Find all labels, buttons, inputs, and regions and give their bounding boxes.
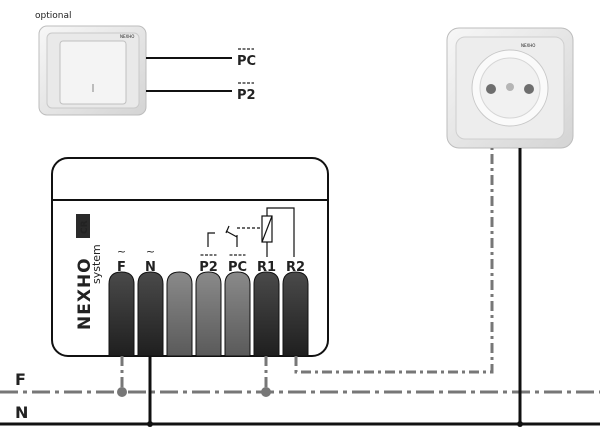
junction-n-neutral <box>147 421 153 427</box>
neutral-bus-label: N <box>15 403 28 422</box>
switch-output-pc: PC <box>237 48 256 69</box>
junction-socket-neutral <box>517 421 523 427</box>
terminal-label-n: N <box>145 260 156 275</box>
module-badge: CR <box>80 220 90 234</box>
socket-brand: NEXHO <box>521 43 535 48</box>
terminal-f <box>108 271 135 357</box>
terminal-r2 <box>282 271 309 357</box>
terminal-label-f: F <box>117 260 126 275</box>
terminal-n <box>137 271 164 357</box>
cr-badge <box>76 214 90 238</box>
terminal-label-pc: PC <box>228 260 247 275</box>
wall-switch: NEXHO <box>38 25 147 116</box>
module-brand: NEXHO <box>75 257 95 330</box>
wall-socket: NEXHO <box>446 27 574 149</box>
terminal-unused <box>166 271 193 357</box>
terminal-label-r2: R2 <box>286 260 305 275</box>
terminal-label-r1: R1 <box>257 260 276 275</box>
terminal-r1 <box>253 271 280 357</box>
optional-label: optional <box>35 11 71 21</box>
module-system-label: system <box>90 244 103 284</box>
junction-f-phase <box>117 387 127 397</box>
svg-text:P2: P2 <box>237 88 256 103</box>
terminal-p2 <box>195 271 222 357</box>
relay-symbol <box>207 207 295 257</box>
wire-r2-to-socket <box>294 148 494 374</box>
switch-brand: NEXHO <box>120 34 134 39</box>
terminal-label-p2: P2 <box>199 260 218 275</box>
svg-text:PC: PC <box>237 54 256 69</box>
ac-tilde-f: ~ <box>117 245 126 258</box>
switch-output-p2: P2 <box>237 82 256 103</box>
ac-tilde-n: ~ <box>146 245 155 258</box>
phase-bus-label: F <box>15 370 26 389</box>
terminal-pc <box>224 271 251 357</box>
junction-r1-phase <box>261 387 271 397</box>
